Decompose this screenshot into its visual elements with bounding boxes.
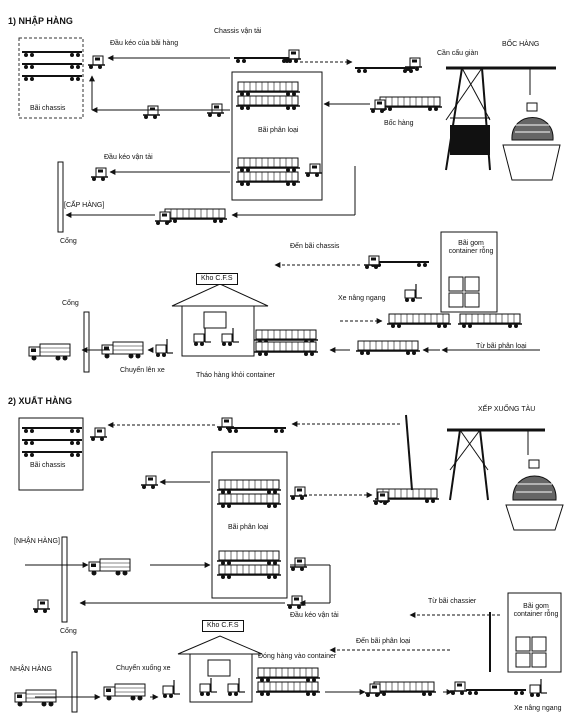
label-unstuff: Tháo hàng khỏi container	[196, 372, 275, 379]
ship-icon	[502, 102, 561, 181]
label-export-forklift: Xe nâng ngang	[514, 705, 562, 712]
export-gate2-icon	[71, 651, 78, 713]
label-export-chassis-yard: Bãi chassis	[30, 462, 66, 469]
label-unload: BỐC HÀNG	[502, 41, 540, 48]
label-import-forklift: Xe nâng ngang	[338, 295, 386, 302]
export-flow-arrows	[25, 421, 500, 700]
transport-tractor-icon	[283, 49, 302, 64]
label-unload-truck: Chuyển xuống xe	[116, 665, 171, 672]
label-stuff: Đóng hàng vào container	[258, 653, 337, 660]
label-export-tractor-transport: Đầu kéo vận tải	[290, 612, 339, 619]
export-empty-stack	[515, 636, 547, 668]
label-load-truck: Chuyển lên xe	[120, 367, 165, 374]
label-export-sorting-yard: Bãi phân loại	[228, 524, 269, 531]
export-ship-icon	[505, 459, 564, 531]
label-deliver: [CẤP HÀNG]	[64, 202, 105, 209]
import-chassis-yard-area	[18, 37, 84, 119]
label-unloading: Bốc hàng	[384, 120, 414, 127]
label-export-cfs: Kho C.F.S	[202, 620, 244, 632]
export-gate-icon	[61, 536, 68, 623]
import-flow-arrows	[65, 55, 540, 353]
label-from-chassis: Từ bãi chassier	[428, 598, 477, 605]
label-load-ship: XẾP XUỐNG TÀU	[478, 406, 536, 413]
label-to-chassis-yard: Đến bãi chassis	[290, 243, 340, 250]
label-import-sorting-yard: Bãi phân loại	[258, 127, 299, 134]
yard-tractor-icon	[87, 55, 106, 70]
import-chassis-stack	[21, 51, 83, 82]
import-empty-stack	[448, 276, 480, 308]
label-receive2: NHẬN HÀNG	[10, 666, 53, 673]
label-from-sorting: Từ bãi phân loại	[476, 343, 527, 350]
label-import-chassis-yard: Bãi chassis	[30, 105, 66, 112]
label-import-gate: Cổng	[60, 238, 77, 245]
import-heading: 1) NHẬP HÀNG	[8, 16, 73, 26]
export-heading: 2) XUẤT HÀNG	[8, 396, 73, 406]
label-export-gate: Cổng	[60, 628, 77, 635]
right-chassis-icon	[354, 67, 416, 74]
export-section	[14, 414, 564, 713]
import-gate2-icon	[83, 311, 90, 373]
import-truck-out-icon	[28, 343, 71, 361]
label-import-empty-yard: Bãi gom container rỗng	[448, 240, 494, 255]
label-export-empty-yard: Bãi gom container rỗng	[513, 603, 559, 618]
label-receive: [NHẬN HÀNG]	[14, 538, 60, 545]
import-gate-icon	[57, 161, 64, 233]
label-gantry-crane: Cần cẩu giàn	[437, 50, 479, 57]
label-import-tractor-transport: Đầu kéo vận tải	[104, 154, 153, 161]
gantry-crane-icon	[445, 66, 556, 171]
label-import-cfs: Kho C.F.S	[196, 273, 238, 285]
crane-trailer-icon	[377, 96, 443, 112]
export-gantry-crane-icon	[405, 414, 545, 501]
quay-container-block	[450, 125, 490, 155]
label-import-gate2: Cổng	[62, 300, 79, 307]
label-to-sorting: Đến bãi phân loại	[356, 638, 411, 645]
import-section	[18, 37, 561, 373]
label-chassis-transport: Chassis vận tải	[214, 28, 262, 35]
export-cfs-warehouse	[177, 635, 263, 703]
import-cfs-warehouse	[171, 283, 269, 357]
import-forklift-icon	[404, 283, 423, 303]
label-tractor-yard: Đầu kéo của bãi hàng	[110, 40, 179, 47]
